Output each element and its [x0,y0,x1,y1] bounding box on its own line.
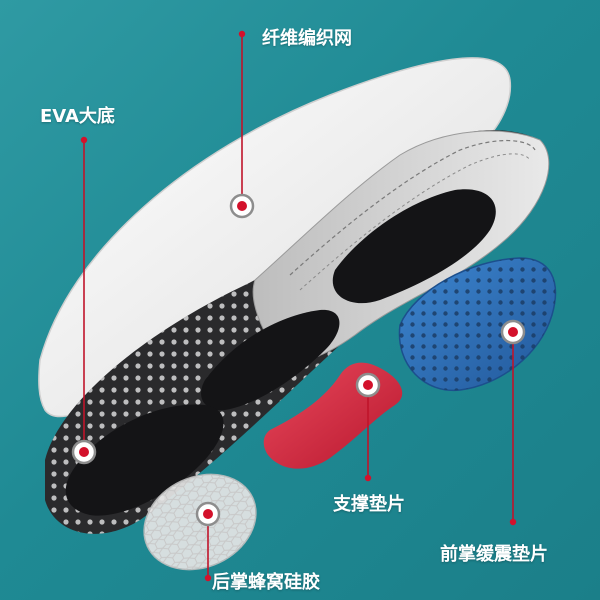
heel-cutout [65,404,224,516]
toe-cutout [332,189,496,304]
label-forefoot-pad: 前掌缓震垫片 [440,544,548,565]
target-ring-icon [195,501,221,527]
label-eva-base: EVA大底 [40,106,115,127]
label-heel-gel: 后掌蜂窝硅胶 [212,572,320,593]
label-fiber-mesh: 纤维编织网 [262,28,352,49]
label-arch-support: 支撑垫片 [333,494,405,515]
target-ring-icon [500,319,526,345]
target-ring-icon [71,439,97,465]
target-ring-icon [355,372,381,398]
leader-lines [83,34,514,578]
arch-cutout [201,309,340,411]
target-ring-icon [229,193,255,219]
